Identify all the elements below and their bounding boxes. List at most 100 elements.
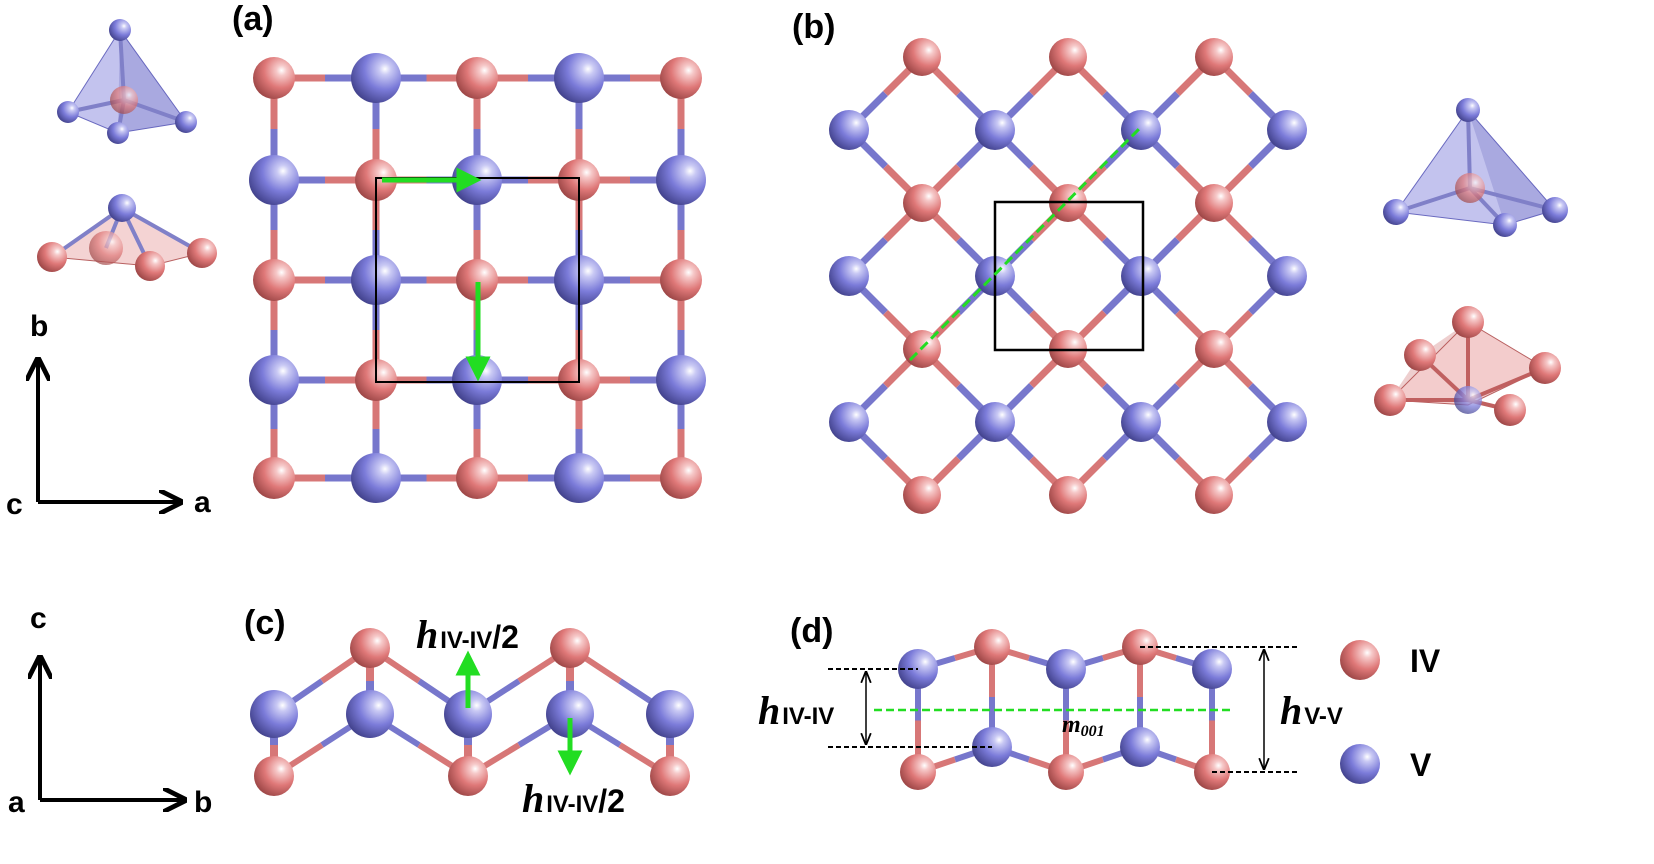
axis-label-b: b	[30, 310, 48, 343]
atom-v	[1456, 98, 1480, 122]
atom-v	[829, 110, 869, 150]
atom-iv	[253, 57, 295, 99]
atom-v	[554, 453, 604, 503]
atom-v	[1121, 110, 1161, 150]
panel-label-c: (c)	[244, 604, 286, 642]
atom-iv	[903, 476, 941, 514]
atom-iv	[1048, 754, 1084, 790]
legend-label-v: V	[1410, 747, 1432, 783]
atom-v	[250, 690, 298, 738]
panel-b-unit-cell	[993, 200, 1145, 352]
atom-iv	[1494, 394, 1526, 426]
svg-text:hV-V: hV-V	[1280, 688, 1343, 733]
axis-label-c-bottom: c	[30, 602, 47, 635]
tetrahedron-v-right	[1383, 98, 1568, 237]
atom-iv	[650, 756, 690, 796]
atom-v	[1454, 386, 1482, 414]
atom-v	[351, 53, 401, 103]
atom-v	[249, 155, 299, 205]
atom-iv	[1374, 384, 1406, 416]
tetrahedron-v-top-left	[57, 19, 197, 144]
panel-a-structure	[249, 53, 706, 503]
atom-iv	[253, 457, 295, 499]
axis-label-c: c	[6, 488, 23, 521]
axis-label-a: a	[194, 486, 211, 519]
atom-v	[656, 355, 706, 405]
atom-iv	[448, 756, 488, 796]
label-mirror-plane: m001	[1062, 712, 1105, 740]
label-h-iv-iv-half-bottom: hIV-IV/2	[522, 776, 625, 821]
atom-iv	[456, 57, 498, 99]
atom-iv	[1049, 38, 1087, 76]
atom-v	[829, 256, 869, 296]
svg-text:hIV-IV: hIV-IV	[758, 688, 834, 733]
atom-iv	[253, 259, 295, 301]
atom-v	[1046, 649, 1086, 689]
atom-iv	[903, 38, 941, 76]
atom-iv	[1529, 352, 1561, 384]
atom-v	[175, 111, 197, 133]
legend-atom-iv	[1340, 640, 1380, 680]
atom-iv	[37, 242, 67, 272]
pyramid-iv-left	[37, 194, 217, 281]
panel-b-structure	[829, 38, 1307, 514]
atom-v	[1267, 110, 1307, 150]
atom-v	[108, 194, 136, 222]
panel-label-d: (d)	[790, 612, 833, 650]
atom-iv	[135, 251, 165, 281]
panel-label-a: (a)	[232, 0, 274, 38]
atom-v	[1121, 402, 1161, 442]
atom-iv	[1195, 330, 1233, 368]
atom-v	[351, 453, 401, 503]
atom-v	[1267, 402, 1307, 442]
atom-iv	[974, 629, 1010, 665]
atom-v	[57, 101, 79, 123]
axes-bottom: c a b	[8, 602, 212, 819]
atom-v	[1267, 256, 1307, 296]
atom-iv	[1049, 476, 1087, 514]
atom-iv	[1195, 476, 1233, 514]
atom-v	[554, 53, 604, 103]
atom-iv	[900, 754, 936, 790]
atom-iv	[550, 628, 590, 668]
pyramid-iv-right	[1374, 306, 1561, 426]
atom-v	[546, 690, 594, 738]
label-h-iv-iv-half-top: hIV-IV/2	[416, 612, 519, 657]
atom-iv	[110, 86, 138, 114]
atom-v	[1493, 213, 1517, 237]
panel-a-arrows	[382, 167, 491, 382]
atom-v	[1120, 727, 1160, 767]
atom-iv	[254, 756, 294, 796]
atom-iv	[660, 57, 702, 99]
axes-top: b c a	[6, 310, 211, 521]
atom-v	[1542, 197, 1568, 223]
atom-iv	[1195, 38, 1233, 76]
atom-iv	[456, 457, 498, 499]
mirror-line-diagonal	[908, 126, 1142, 362]
atom-iv	[660, 457, 702, 499]
axis-label-b-bottom: b	[194, 786, 212, 819]
atom-v	[444, 690, 492, 738]
atom-v	[346, 690, 394, 738]
atom-v	[975, 110, 1015, 150]
atom-iv	[1195, 184, 1233, 222]
label-h-iv-iv: hIV-IV	[758, 688, 834, 733]
panel-c-structure	[250, 628, 694, 796]
atom-iv	[350, 628, 390, 668]
svg-text:hIV-IV/2: hIV-IV/2	[522, 776, 625, 821]
atom-v	[1383, 199, 1409, 225]
atom-iv	[1455, 173, 1485, 203]
atom-v	[829, 402, 869, 442]
legend-label-iv: IV	[1410, 643, 1441, 679]
svg-text:m001: m001	[1062, 712, 1105, 740]
atom-v	[646, 690, 694, 738]
atom-iv	[456, 259, 498, 301]
atom-iv	[187, 238, 217, 268]
panel-c-arrows	[455, 650, 583, 776]
panel-d-dimension-lines	[828, 646, 1300, 773]
atom-v	[656, 155, 706, 205]
svg-text:hIV-IV/2: hIV-IV/2	[416, 612, 519, 657]
panel-label-b: (b)	[792, 8, 835, 46]
label-h-v-v: hV-V	[1280, 688, 1343, 733]
